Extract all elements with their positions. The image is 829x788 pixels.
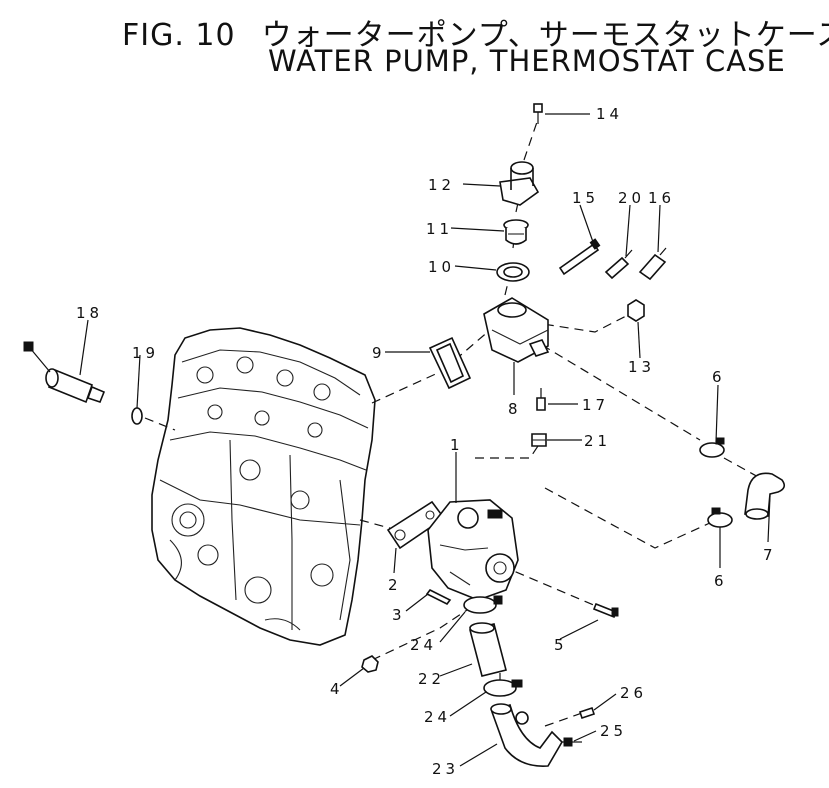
figure-number: FIG. 10 bbox=[122, 18, 236, 53]
part-15-bolt bbox=[558, 238, 601, 276]
part-5-bolt bbox=[592, 602, 619, 619]
figure-title-jp-text: ウォーターポンプ、サーモスタットケース bbox=[261, 18, 829, 53]
callout-11: 11 bbox=[426, 220, 453, 238]
part-1-water-pump bbox=[427, 499, 519, 601]
callout-9: 9 bbox=[372, 344, 386, 362]
callout-5: 5 bbox=[554, 636, 568, 654]
figure-title-english: WATER PUMP, THERMOSTAT CASE bbox=[268, 44, 786, 78]
part-14-bolt bbox=[533, 103, 543, 124]
part-6-hose-clamp-lower bbox=[707, 507, 733, 528]
part-24-clamp-lower bbox=[483, 679, 523, 697]
part-18-heater-unit bbox=[23, 341, 106, 404]
part-4-nut bbox=[361, 655, 379, 673]
callout-1: 1 bbox=[450, 436, 464, 454]
callout-2: 2 bbox=[388, 576, 402, 594]
part-7-bypass-hose bbox=[744, 472, 786, 520]
callout-6-upper: 6 bbox=[712, 368, 726, 386]
part-20-sensor bbox=[604, 249, 633, 280]
callout-4: 4 bbox=[330, 680, 344, 698]
part-13-nut bbox=[627, 299, 645, 322]
figure-title-japanese: FIG. 10 ウォーターポンプ、サーモスタットケース bbox=[122, 10, 829, 54]
part-8-thermostat-case bbox=[483, 297, 550, 363]
callout-6-lower: 6 bbox=[714, 572, 728, 590]
part-12-thermostat-cover bbox=[499, 161, 540, 206]
callout-25: 25 bbox=[600, 722, 627, 740]
engine-block-illustration bbox=[151, 327, 376, 646]
callout-labels: 14 12 11 10 15 20 16 13 9 8 17 21 6 6 7 … bbox=[76, 105, 777, 778]
part-22-hose bbox=[469, 622, 507, 677]
part-21-plug bbox=[531, 433, 547, 447]
callout-20: 20 bbox=[618, 189, 645, 207]
callout-15: 15 bbox=[572, 189, 599, 207]
callout-8: 8 bbox=[508, 400, 522, 418]
part-6-hose-clamp-upper bbox=[699, 437, 725, 458]
callout-19: 19 bbox=[132, 344, 159, 362]
callout-18: 18 bbox=[76, 304, 103, 322]
callout-17: 17 bbox=[582, 396, 609, 414]
callout-24-lower: 24 bbox=[424, 708, 451, 726]
part-11-thermostat bbox=[503, 219, 529, 245]
part-3-bolt bbox=[425, 588, 452, 606]
part-9-gasket bbox=[428, 336, 472, 390]
callout-21: 21 bbox=[584, 432, 611, 450]
part-17-sensor-bolt bbox=[536, 388, 546, 411]
callout-16: 16 bbox=[648, 189, 675, 207]
part-25-bolt bbox=[563, 737, 582, 747]
callout-10: 10 bbox=[428, 258, 455, 276]
callout-26: 26 bbox=[620, 684, 647, 702]
part-26-bolt bbox=[578, 706, 596, 720]
part-10-gasket bbox=[496, 262, 530, 282]
part-19-washer bbox=[131, 407, 143, 425]
part-16-thermo-unit bbox=[638, 247, 667, 281]
callout-14: 14 bbox=[596, 105, 623, 123]
part-23-water-pipe bbox=[490, 703, 564, 767]
callout-22: 22 bbox=[418, 670, 445, 688]
callout-23: 23 bbox=[432, 760, 459, 778]
callout-3: 3 bbox=[392, 606, 406, 624]
callout-12: 12 bbox=[428, 176, 455, 194]
callout-7: 7 bbox=[763, 546, 777, 564]
leader-lines bbox=[79, 113, 771, 767]
callout-13: 13 bbox=[628, 358, 655, 376]
callout-24-upper: 24 bbox=[410, 636, 437, 654]
part-24-clamp-upper bbox=[463, 595, 503, 614]
